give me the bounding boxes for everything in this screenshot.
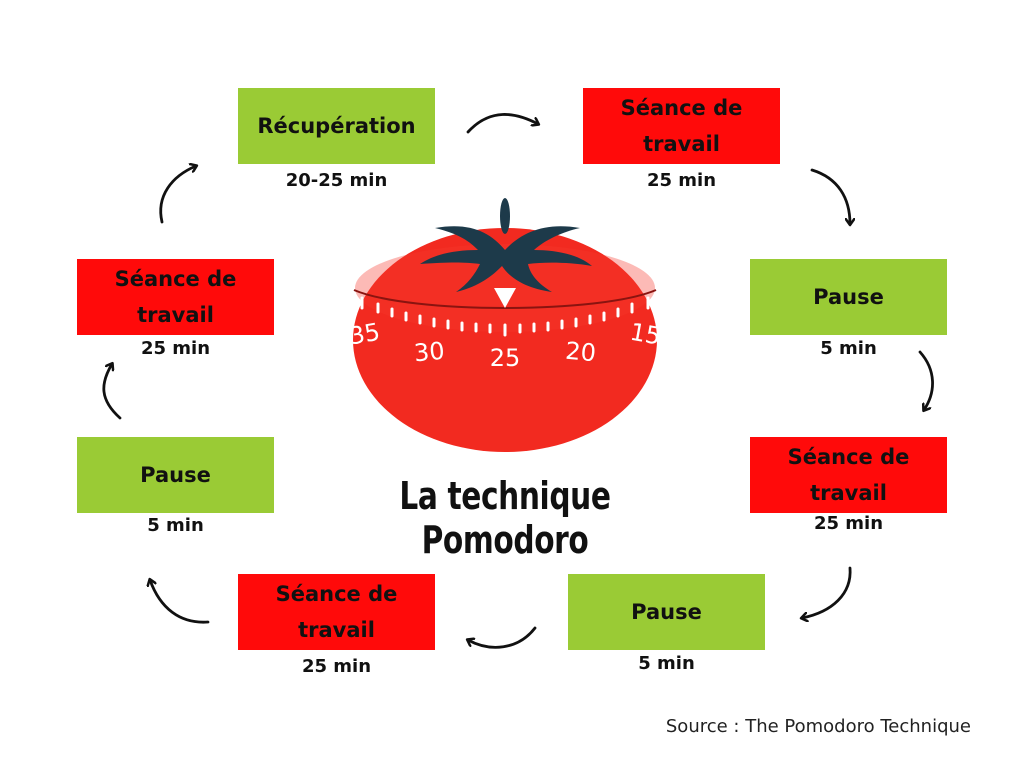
step-label: Pause <box>631 600 702 624</box>
arrow-icon <box>466 113 538 134</box>
step-duration: 20-25 min <box>285 170 388 191</box>
step-duration: 5 min <box>820 338 877 359</box>
step-label: Pause <box>140 463 211 487</box>
dial-label: 35 <box>347 318 382 351</box>
step-box-pause-3: Pause <box>77 437 274 513</box>
step-label: Récupération <box>257 114 416 138</box>
step-label: Séance de travail <box>620 96 743 156</box>
step-duration: 25 min <box>813 513 884 534</box>
dial-label: 15 <box>628 318 663 351</box>
step-box-pause-1: Pause <box>750 259 947 335</box>
step-box-work-2: Séance de travail <box>750 437 947 513</box>
arrow-icon <box>150 580 210 624</box>
page-title: La technique Pomodoro <box>399 474 611 562</box>
step-label: Séance de travail <box>275 582 398 642</box>
step-box-pause-2: Pause <box>568 574 765 650</box>
dial-label: 25 <box>490 344 521 372</box>
dial-label: 30 <box>413 337 446 368</box>
step-duration: 25 min <box>301 656 372 677</box>
dial-label: 20 <box>564 337 597 368</box>
arrow-icon <box>810 168 850 224</box>
step-duration: 25 min <box>646 170 717 191</box>
arrow-icon <box>918 350 934 410</box>
source-credit: Source : The Pomodoro Technique <box>665 716 971 737</box>
step-label: Pause <box>813 285 884 309</box>
step-box-recuperation: Récupération <box>238 88 435 164</box>
step-label: Séance de travail <box>114 267 237 327</box>
arrow-icon <box>102 364 122 420</box>
pomodoro-tomato-timer-icon: 35 30 25 20 15 <box>347 198 663 452</box>
step-box-work-1: Séance de travail <box>583 88 780 164</box>
step-duration: 25 min <box>140 338 211 359</box>
step-duration: 5 min <box>147 515 204 536</box>
arrow-icon <box>159 166 196 224</box>
arrow-icon <box>802 566 852 618</box>
arrow-icon <box>468 626 537 649</box>
step-label: Séance de travail <box>787 445 910 505</box>
step-box-work-4: Séance de travail <box>77 259 274 335</box>
step-duration: 5 min <box>638 653 695 674</box>
step-box-work-3: Séance de travail <box>238 574 435 650</box>
